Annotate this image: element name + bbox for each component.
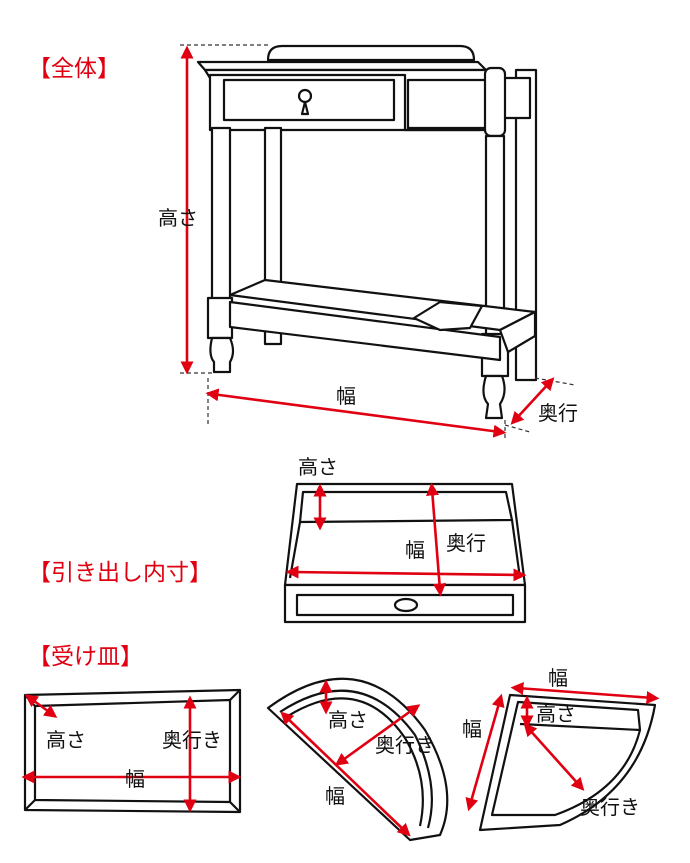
overall-depth-label: 奥行 bbox=[538, 401, 578, 425]
tray-corner-width-side-label: 幅 bbox=[462, 717, 482, 741]
overall-section-title: 【全体】 bbox=[28, 56, 120, 82]
overall-width-label: 幅 bbox=[336, 384, 356, 408]
tray-quarter-depth-label: 奥行き bbox=[375, 733, 435, 757]
tray-rect-height-label: 高さ bbox=[46, 728, 86, 752]
tray-corner-depth-label: 奥行き bbox=[580, 795, 640, 819]
tray-quarter-height-label: 高さ bbox=[328, 708, 368, 732]
tray-quarter-width-label: 幅 bbox=[325, 784, 345, 808]
tray-corner-width-top-label: 幅 bbox=[548, 666, 568, 690]
tray-corner-height-label: 高さ bbox=[536, 702, 576, 726]
drawer-width-label: 幅 bbox=[405, 538, 425, 562]
overall-height-label: 高さ bbox=[158, 206, 198, 230]
drawer-depth-label: 奥行 bbox=[446, 531, 486, 555]
drawer-height-label: 高さ bbox=[298, 455, 338, 479]
tray-section-title: 【受け皿】 bbox=[28, 644, 143, 670]
tray-quarter-drawing bbox=[266, 677, 449, 842]
drawer-drawing bbox=[283, 482, 527, 624]
drawer-section-title: 【引き出し内寸】 bbox=[28, 560, 212, 586]
tray-rect-depth-label: 奥行き bbox=[162, 728, 222, 752]
tray-rect-width-label: 幅 bbox=[125, 767, 145, 791]
tray-corner-drawing bbox=[465, 681, 660, 832]
tray-rectangular-drawing bbox=[21, 688, 242, 814]
overall-table-drawing bbox=[180, 44, 576, 440]
